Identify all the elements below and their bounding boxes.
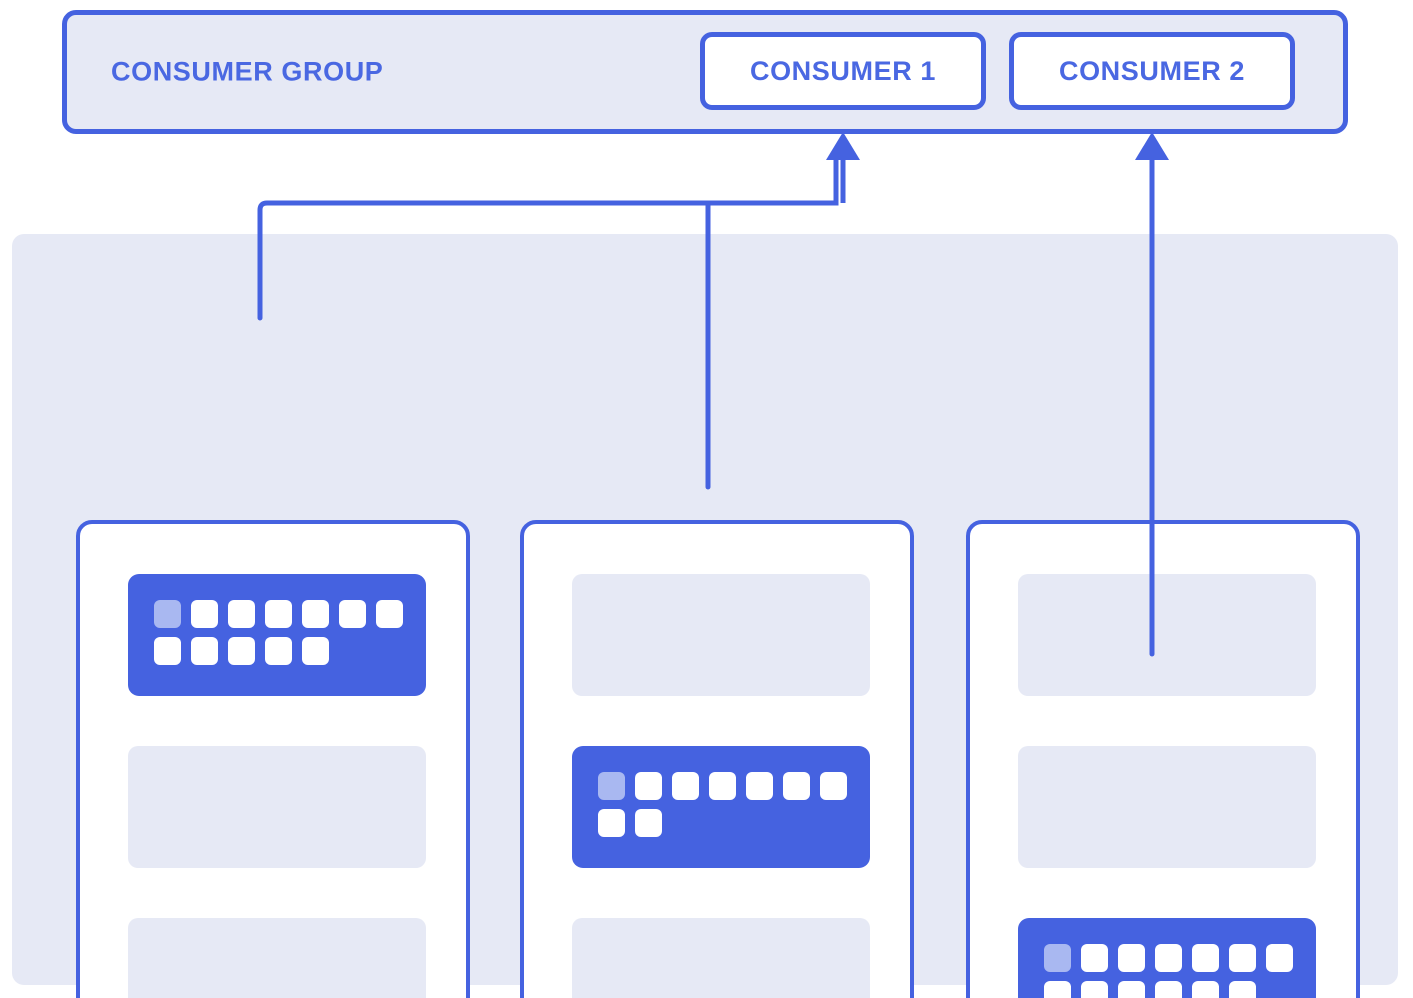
message-cell <box>1118 981 1145 998</box>
message-cell <box>820 772 847 800</box>
message-cell <box>1229 981 1256 998</box>
partition-3-empty-slot <box>1018 574 1316 696</box>
message-cell <box>1118 944 1145 972</box>
consumer-1-label: CONSUMER 1 <box>749 55 937 86</box>
message-cell <box>1266 944 1293 972</box>
message-cell <box>672 772 699 800</box>
message-cell-consumed <box>154 600 181 628</box>
message-cell <box>1229 944 1256 972</box>
message-cell <box>1155 981 1182 998</box>
partition-1[interactable] <box>76 520 470 998</box>
message-cell <box>746 772 773 800</box>
message-row <box>598 772 870 800</box>
consumer-2-label: CONSUMER 2 <box>1058 55 1246 86</box>
message-cell <box>154 637 181 665</box>
message-cell <box>302 637 329 665</box>
message-cell <box>376 600 403 628</box>
message-cell <box>339 600 366 628</box>
message-cell <box>1081 944 1108 972</box>
partition-2-empty-slot <box>572 574 870 696</box>
partition-3-empty-slot <box>1018 746 1316 868</box>
message-cell <box>191 637 218 665</box>
arrowhead-consumer1 <box>826 132 860 160</box>
partition-1-empty-slot <box>128 918 426 998</box>
message-row <box>598 809 870 837</box>
message-cell <box>265 600 292 628</box>
message-cell <box>598 809 625 837</box>
message-cell <box>635 772 662 800</box>
message-cell <box>1044 981 1071 998</box>
message-cell <box>1155 944 1182 972</box>
partition-3-message-block <box>1018 918 1316 998</box>
partition-1-empty-slot <box>128 746 426 868</box>
message-cell <box>635 809 662 837</box>
arrowhead-consumer2 <box>1135 132 1169 160</box>
partition-2[interactable] <box>520 520 914 998</box>
consumer-2-chip[interactable]: CONSUMER 2 <box>1009 32 1295 110</box>
partition-2-message-block <box>572 746 870 868</box>
consumer-group-label: CONSUMER GROUP <box>111 56 384 87</box>
partition-1-message-block <box>128 574 426 696</box>
partition-3[interactable] <box>966 520 1360 998</box>
message-cell <box>1081 981 1108 998</box>
message-cell <box>783 772 810 800</box>
message-cell <box>191 600 218 628</box>
message-row <box>154 600 426 628</box>
partition-2-empty-slot <box>572 918 870 998</box>
message-cell <box>709 772 736 800</box>
message-cell <box>228 637 255 665</box>
message-cell <box>265 637 292 665</box>
message-cell <box>1192 981 1219 998</box>
partitions-container <box>12 234 1398 998</box>
message-cell-consumed <box>598 772 625 800</box>
message-row <box>1044 981 1316 998</box>
consumer-1-chip[interactable]: CONSUMER 1 <box>700 32 986 110</box>
message-cell <box>1192 944 1219 972</box>
message-cell-consumed <box>1044 944 1071 972</box>
message-cell <box>302 600 329 628</box>
message-row <box>154 637 426 665</box>
message-row <box>1044 944 1316 972</box>
message-cell <box>228 600 255 628</box>
